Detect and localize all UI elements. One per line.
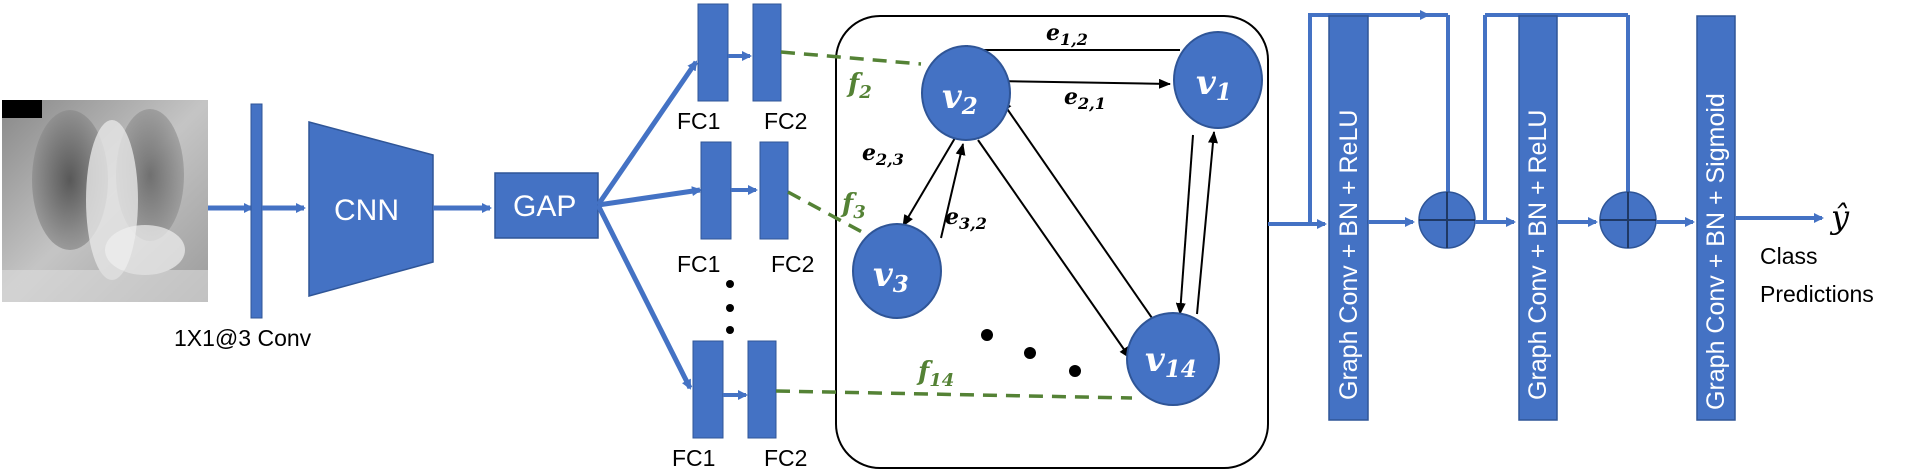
- feature-label-f14: f14: [916, 357, 954, 391]
- svg-text:v2: v2: [942, 77, 978, 120]
- graph-ellipsis: [981, 329, 1081, 377]
- gcn-layer-2-label: Graph Conv + BN + ReLU: [1524, 110, 1552, 400]
- edge-v14-to-v1: [1196, 131, 1218, 315]
- gcn-layer-2: Graph Conv + BN + ReLU: [1518, 15, 1558, 421]
- feature-label-f2: f2: [846, 69, 872, 103]
- gcn-layer-1: Graph Conv + BN + ReLU: [1328, 15, 1369, 421]
- branch-2: FC1 FC2: [677, 141, 814, 277]
- gap-label: GAP: [513, 190, 576, 223]
- fc1-label: FC1: [677, 108, 720, 134]
- chest-xray-image: [2, 100, 208, 302]
- add-node-1: [1418, 191, 1476, 249]
- branch-1: FC1 FC2: [677, 3, 807, 134]
- gcn-layer-3: Graph Conv + BN + Sigmoid: [1696, 15, 1736, 421]
- branch-ellipsis: [726, 280, 734, 334]
- conv-label: 1X1@3 Conv: [174, 325, 312, 351]
- graph-node-v1: v1: [1173, 31, 1263, 129]
- graph-node-v14: v14: [1126, 312, 1220, 406]
- fc2-label: FC2: [764, 445, 807, 471]
- edge-v3-to-v2: [940, 143, 966, 239]
- fc1-label: FC1: [677, 251, 720, 277]
- edge-label-e21: e2,1: [1064, 84, 1106, 113]
- arrow-gap-to-branch-2: [597, 186, 702, 208]
- graph-node-v2: v2: [921, 45, 1011, 141]
- fc2-label: FC2: [771, 251, 814, 277]
- fc2-bar: [752, 3, 782, 102]
- skip-connection-1: [1308, 10, 1453, 224]
- cnn-block: CNN: [308, 121, 434, 297]
- fc1-label: FC1: [672, 445, 715, 471]
- feature-connectors: [775, 50, 1133, 400]
- feature-label-f3: f3: [840, 189, 866, 223]
- branch-3: FC1 FC2: [672, 340, 807, 471]
- arrow-gap-to-branch-1: [595, 60, 699, 207]
- edge-v1-to-v14: [1175, 134, 1194, 315]
- edge-v2-to-v14: [977, 139, 1131, 359]
- gcn-layer-3-label: Graph Conv + BN + Sigmoid: [1702, 93, 1730, 410]
- conv-1x1-bar: [250, 103, 263, 319]
- svg-text:v3: v3: [873, 255, 909, 298]
- cnn-label: CNN: [334, 194, 399, 227]
- edge-label-e12: e1,2: [1046, 20, 1088, 49]
- add-node-2: [1599, 191, 1657, 249]
- fc1-bar: [692, 340, 724, 439]
- fc1-bar: [700, 141, 732, 240]
- graph-edges: [902, 45, 1218, 359]
- fc2-bar: [747, 340, 777, 439]
- fc1-bar: [697, 3, 729, 102]
- arrow-gap-to-branch-3: [595, 203, 693, 390]
- fc2-label: FC2: [764, 108, 807, 134]
- skip-connection-2: [1483, 13, 1633, 222]
- graph-node-v3: v3: [852, 223, 942, 319]
- output-symbol: ŷ: [1829, 198, 1850, 236]
- svg-text:v14: v14: [1145, 340, 1197, 383]
- gcn-layer-1-label: Graph Conv + BN + ReLU: [1335, 110, 1363, 400]
- edge-label-e23: e2,3: [862, 140, 904, 169]
- edge-v2-to-v3: [902, 137, 956, 227]
- gap-block: GAP: [494, 172, 599, 239]
- graph-container: [835, 15, 1269, 469]
- output-label-line2: Predictions: [1760, 281, 1874, 307]
- edge-v14-to-v2: [1000, 99, 1153, 319]
- edge-v2-to-v1: [994, 78, 1171, 89]
- fc2-bar: [759, 141, 789, 240]
- edge-label-e32: e3,2: [945, 204, 987, 233]
- output-label-line1: Class: [1760, 243, 1818, 269]
- svg-text:v1: v1: [1196, 63, 1232, 106]
